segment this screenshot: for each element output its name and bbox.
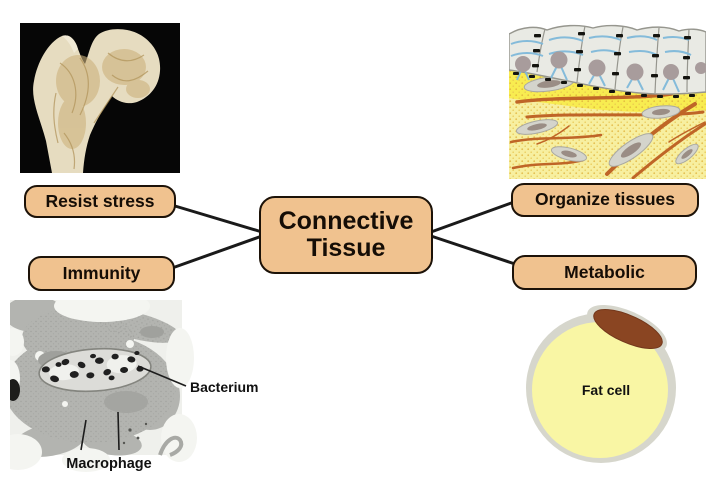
macrophage-label: Macrophage	[66, 456, 151, 472]
bone-trabeculae	[53, 52, 149, 170]
bacterium-structure	[38, 347, 152, 393]
fat-cell-label: Fat cell	[582, 382, 630, 398]
epithelial-tissue-illustration	[509, 24, 706, 179]
fat-cell-nucleus	[593, 309, 663, 349]
epithelial-nuclei	[515, 51, 706, 81]
node-organize-tissues: Organize tissues	[511, 183, 699, 217]
cell-junction-marks	[513, 32, 695, 98]
connector-immunity	[173, 234, 264, 269]
femur-bone-image	[20, 23, 180, 173]
connector-organize-tissues	[429, 200, 516, 234]
macrophage-micrograph: Bacterium Macrophage	[10, 300, 258, 472]
membrane-curl	[158, 435, 184, 457]
connector-resist-stress	[173, 204, 264, 234]
fat-cell-lipid-droplet	[532, 322, 668, 458]
macrophage-pointer-line-left	[80, 419, 87, 451]
bacterium-label: Bacterium	[190, 379, 258, 395]
node-resist-stress: Resist stress	[24, 185, 176, 218]
center-node-connective-tissue: Connective Tissue	[259, 196, 433, 274]
fat-cell-illustration: Fat cell	[526, 304, 676, 463]
micrograph-white-spaces	[10, 300, 197, 472]
connector-metabolic	[429, 234, 517, 266]
bacterium-pointer-line	[137, 365, 187, 387]
node-immunity: Immunity	[28, 256, 175, 291]
node-metabolic: Metabolic	[512, 255, 697, 290]
bone-highlight	[62, 35, 78, 53]
macrophage-pointer-line-right	[117, 411, 120, 451]
epithelial-blue-filaments	[510, 35, 692, 93]
